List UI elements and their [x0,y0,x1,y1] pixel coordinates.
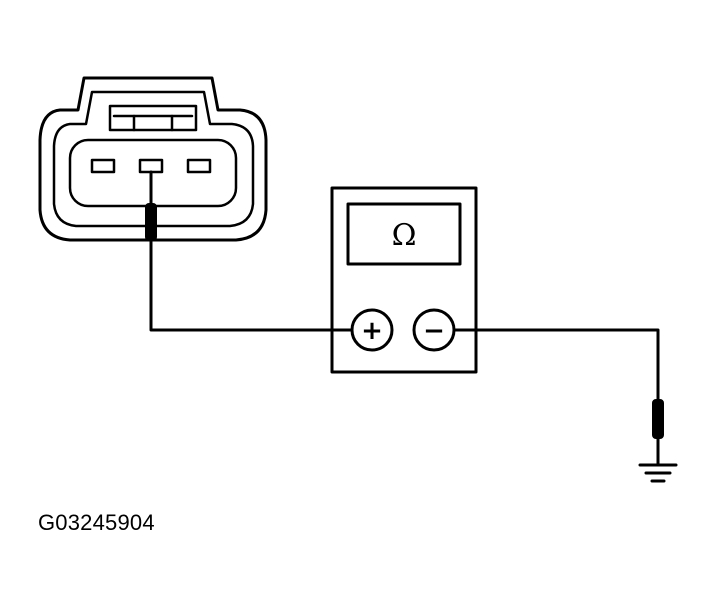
meter-positive-symbol: + [361,316,383,346]
connector-pin-2 [138,158,164,174]
negative-lead [452,328,664,466]
negative-probe-tip [652,399,664,439]
meter-display [346,202,462,266]
positive-lead-wire [149,238,354,332]
meter-positive-terminal [350,308,394,352]
connector-outer-shell [38,76,268,242]
connector [38,76,268,242]
connector-latch [108,104,198,132]
ground-icon [638,463,678,483]
figure-id: G03245904 [38,510,155,535]
positive-lead [145,170,354,332]
meter-display-symbol: Ω [392,218,417,253]
negative-lead-wire [452,328,660,404]
positive-probe-tip [145,203,157,241]
ohmmeter: Ω + − [330,186,478,374]
connector-inner-shell [52,90,255,228]
connector-pin-1 [90,158,116,174]
meter-body [330,186,478,374]
connector-pin-3 [186,158,212,174]
meter-negative-symbol: − [423,316,445,346]
